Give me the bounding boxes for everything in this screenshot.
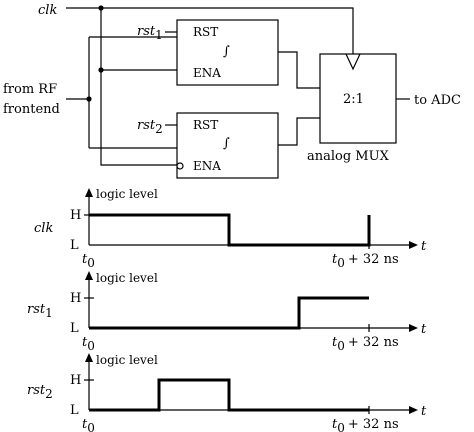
timing-panel-clk: clk logic level H L t t0 t0+ 32 ns — [34, 187, 427, 270]
level-high-label: H — [70, 208, 81, 223]
t-end-label: t0+ 32 ns — [332, 417, 399, 432]
integrator-1-ena-pin: ENA — [193, 66, 221, 80]
clk-wire — [66, 7, 354, 166]
t-end-label: t0+ 32 ns — [332, 335, 399, 353]
clk-junction-top — [98, 5, 104, 11]
integrator-1-symbol: ∫ — [223, 44, 230, 59]
y-axis-label: logic level — [96, 353, 158, 367]
rf-junction — [86, 96, 92, 102]
t-start-label: t0 — [82, 252, 95, 270]
y-axis-arrow-icon — [85, 188, 93, 197]
t-start-label: t0 — [82, 335, 95, 353]
rst2-input-label: rst2 — [137, 118, 163, 136]
rf-input-label-line2: frontend — [3, 102, 60, 117]
t-end-label: t0+ 32 ns — [332, 252, 399, 270]
integrator-2-symbol: ∫ — [223, 136, 230, 151]
integrator-1-block — [176, 19, 279, 86]
output-label: to ADC — [414, 93, 461, 108]
circuit-schematic: clk from RF frontend RST ∫ ENA rst1 RST … — [3, 3, 461, 179]
timing-panel-rst2: rst2 logic level H L t t0 t0+ 32 ns — [27, 353, 427, 432]
rst2-waveform — [89, 378, 369, 412]
timing-signal-label: clk — [34, 221, 53, 236]
time-axis-arrow-icon — [409, 324, 418, 332]
time-axis-label: t — [421, 404, 427, 419]
clock-triangle-icon — [345, 53, 361, 71]
level-low-label: L — [70, 321, 79, 336]
integrator-2-block — [176, 112, 279, 179]
rst1-input-label: rst1 — [137, 24, 163, 42]
level-high-label: H — [70, 291, 81, 306]
timing-panel-rst1: rst1 logic level H L t t0 t0+ 32 ns — [27, 271, 427, 353]
integrator-2-output-wire — [278, 117, 320, 146]
clk-junction-ena1 — [98, 67, 104, 73]
integrator-1-rst-pin: RST — [193, 25, 218, 39]
y-axis-arrow-icon — [85, 271, 93, 280]
y-axis-label: logic level — [96, 187, 158, 201]
timing-diagrams: clk logic level H L t t0 t0+ 32 ns rst1 … — [27, 187, 427, 432]
time-axis-arrow-icon — [409, 241, 418, 249]
mux-label: analog MUX — [307, 149, 390, 164]
analog-mux-block — [319, 53, 397, 144]
t-start-label: t0 — [82, 417, 95, 432]
y-axis-label: logic level — [96, 271, 158, 285]
y-axis-arrow-icon — [85, 353, 93, 362]
ena2-inverter-bubble — [176, 162, 184, 170]
clk-input-label: clk — [38, 3, 57, 18]
integrator-2-rst-pin: RST — [193, 118, 218, 132]
time-axis-arrow-icon — [409, 406, 418, 414]
mux-ratio-label: 2:1 — [343, 92, 364, 107]
timing-signal-label: rst2 — [27, 383, 53, 401]
time-axis-label: t — [421, 239, 427, 254]
clk-waveform — [89, 213, 371, 247]
rst1-waveform — [89, 296, 369, 330]
rf-input-label-line1: from RF — [3, 82, 57, 97]
integrator-1-output-wire — [278, 51, 320, 89]
timing-signal-label: rst1 — [27, 302, 53, 320]
level-low-label: L — [70, 238, 79, 253]
integrator-2-ena-pin: ENA — [193, 159, 221, 173]
level-high-label: H — [70, 373, 81, 388]
level-low-label: L — [70, 403, 79, 418]
time-axis-label: t — [421, 322, 427, 337]
rf-input-wire — [66, 36, 177, 149]
